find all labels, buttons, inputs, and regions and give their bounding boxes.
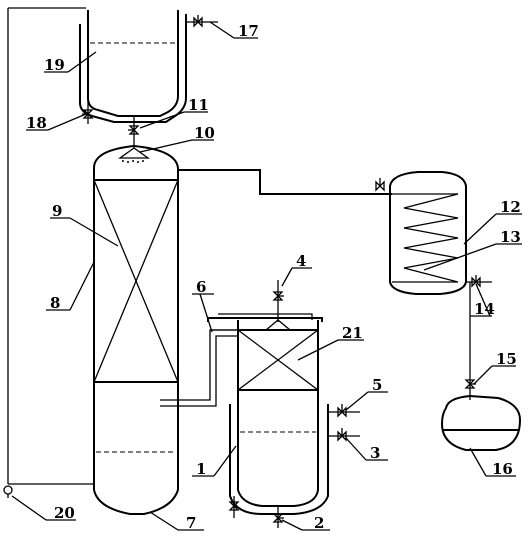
label-5: 5 [372,376,382,394]
pipe-6 [160,329,238,407]
label-17: 17 [238,22,259,40]
label-15: 15 [496,350,517,368]
reactor-1 [207,313,329,515]
label-20: 20 [54,504,75,522]
label-11: 11 [188,96,209,114]
label-2: 2 [314,514,324,532]
label-14: 14 [474,300,495,318]
label-1: 1 [196,460,206,478]
valve-11 [128,116,140,148]
valve-14 [466,275,492,400]
label-8: 8 [50,294,60,312]
label-19: 19 [44,56,65,74]
label-10: 10 [194,124,215,142]
valve-4 [264,280,292,331]
valve-5 [328,404,360,418]
label-18: 18 [26,114,47,132]
recycle-line-20 [3,7,94,498]
top-tank [79,10,187,123]
label-13: 13 [500,228,521,246]
label-3: 3 [370,444,380,462]
receiver-16 [440,394,522,451]
jacket-drain [228,496,240,518]
leader-lines [11,21,522,531]
valve-15 [464,379,476,389]
distributor-10 [117,147,151,163]
vapor-pipe [178,169,392,195]
label-9: 9 [52,202,62,220]
label-7: 7 [186,514,196,532]
label-21: 21 [342,324,363,342]
label-6: 6 [196,278,206,296]
label-16: 16 [492,460,513,478]
main-column [93,144,179,515]
label-12: 12 [500,198,521,216]
valve-3 [328,428,360,442]
condenser-12 [389,171,467,295]
valve-17 [186,15,218,28]
valve-2 [272,506,284,528]
label-4: 4 [296,252,306,270]
